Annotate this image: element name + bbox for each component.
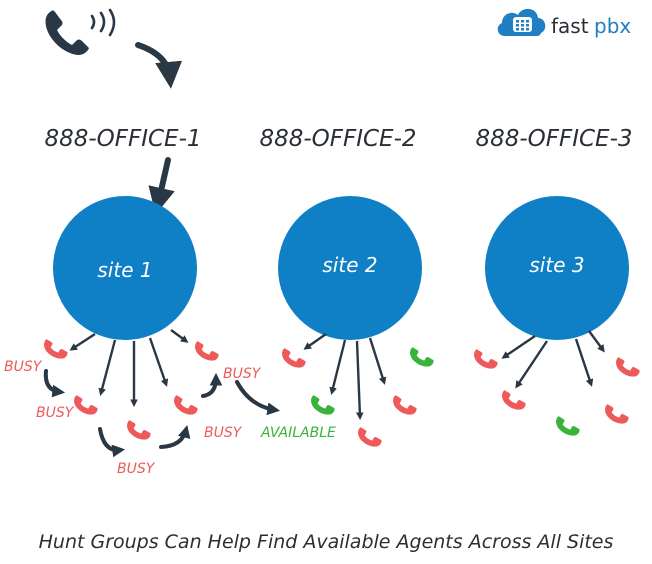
available-phone-icon (408, 342, 435, 371)
route-to-site-1-arrow (148, 157, 175, 215)
cloud-phone-icon (497, 8, 546, 37)
busy-label-3: BUSY (117, 461, 156, 477)
fastpbx-logo: fast pbx (497, 8, 631, 38)
busy-phone-icon (72, 390, 99, 419)
site-1-label: site 1 (97, 258, 152, 282)
office-number-2: 888-OFFICE-2 (259, 126, 416, 152)
logo-word-fast: fast (551, 14, 589, 38)
office-number-3: 888-OFFICE-3 (475, 126, 632, 152)
office-number-1: 888-OFFICE-1 (44, 126, 201, 152)
call-flow-arrow (135, 42, 183, 89)
site-1-circle (53, 196, 197, 340)
distribution-arrows (69, 329, 605, 421)
busy-phone-icon (193, 336, 220, 365)
busy-phone-icon (614, 352, 641, 381)
available-label: AVAILABLE (260, 425, 336, 441)
busy-phone-icon (603, 399, 630, 428)
busy-phone-icon (280, 343, 307, 372)
incoming-call-icon (45, 8, 116, 55)
busy-label-4: BUSY (204, 425, 243, 441)
site-1-phones (42, 334, 220, 444)
available-phone-icon (554, 411, 581, 440)
busy-phone-icon (125, 415, 152, 444)
site-3-circle (485, 196, 629, 340)
busy-label-1: BUSY (4, 359, 43, 375)
busy-phone-icon (391, 390, 418, 419)
site-3-label: site 3 (529, 253, 584, 277)
busy-phone-icon (172, 390, 199, 419)
available-phone-icon (309, 390, 336, 419)
busy-label-2: BUSY (36, 405, 75, 421)
busy-phone-icon (472, 344, 499, 373)
site-3-phones (472, 344, 641, 440)
busy-phone-icon (356, 422, 383, 451)
site-2-circle (278, 196, 422, 340)
diagram-caption: Hunt Groups Can Help Find Available Agen… (39, 531, 614, 553)
logo-word-pbx: pbx (594, 14, 631, 38)
site-2-label: site 2 (322, 253, 377, 277)
hunt-sequence-arrows (43, 369, 281, 458)
busy-phone-icon (500, 385, 527, 414)
busy-label-5: BUSY (223, 366, 262, 382)
busy-phone-icon (42, 334, 69, 363)
